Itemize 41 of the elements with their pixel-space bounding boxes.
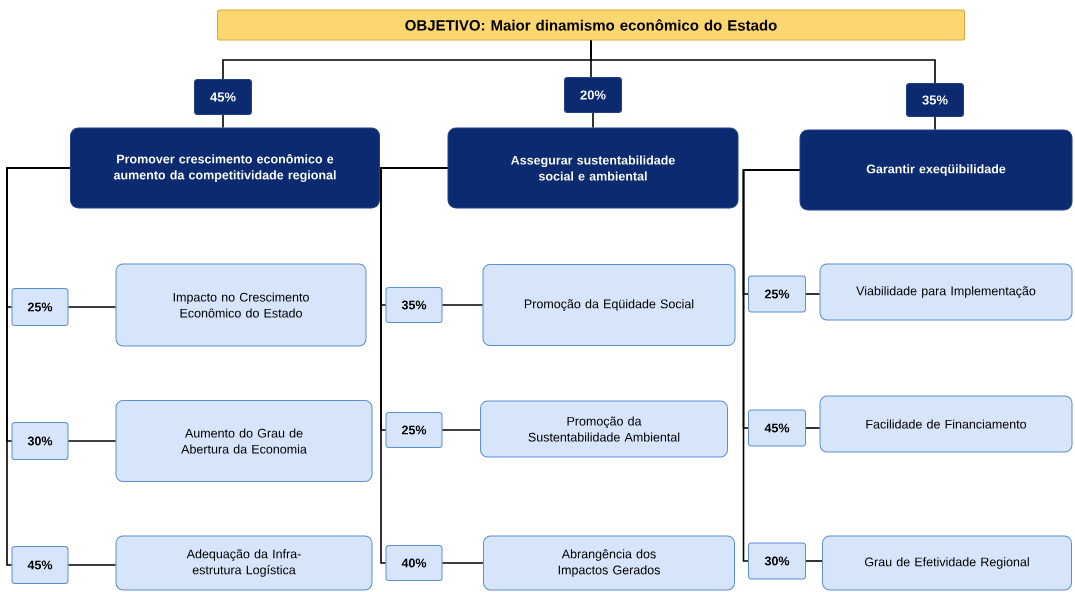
- connector-line: [67, 306, 117, 308]
- criterion-box: Facilidade de Financiamento: [819, 395, 1073, 453]
- criterion-box: Adequação da Infra-estrutura Logística: [115, 535, 373, 591]
- weight-badge: 25%: [11, 288, 69, 326]
- connector-line: [742, 169, 801, 562]
- criterion-box: Grau de Efetividade Regional: [822, 535, 1072, 591]
- criterion-box: Promoção da Eqüidade Social: [482, 264, 736, 346]
- criterion-group-box: Assegurar sustentabilidade social e ambiental: [447, 127, 739, 209]
- criterion-box: Promoção da Sustentabilidade Ambiental: [480, 400, 728, 458]
- weight-badge: 35%: [906, 83, 964, 117]
- weight-badge: 35%: [385, 287, 443, 323]
- connector-line: [590, 39, 936, 84]
- connector-line: [934, 116, 936, 131]
- weight-badge: 25%: [385, 412, 443, 448]
- title-banner: OBJETIVO: Maior dinamismo econômico do Estado: [217, 9, 965, 41]
- criterion-box: Viabilidade para Implementação: [819, 263, 1073, 321]
- weight-badge: 20%: [564, 77, 622, 113]
- criterion-box: Aumento do Grau de Abertura da Economia: [115, 400, 373, 482]
- weight-badge: 45%: [748, 409, 806, 447]
- connector-line: [805, 293, 821, 295]
- connector-line: [67, 564, 117, 566]
- weight-badge: 25%: [748, 275, 806, 313]
- weight-badge: 45%: [11, 546, 69, 584]
- criterion-box: Impacto no Crescimento Econômico do Estado: [115, 263, 367, 347]
- weight-badge: 40%: [385, 545, 443, 581]
- connector-line: [805, 560, 823, 562]
- connector-line: [67, 440, 117, 442]
- connector-line: [6, 167, 71, 566]
- criterion-group-box: Promover crescimento econômico e aumento da competitividade regional: [70, 127, 380, 209]
- criterion-box: Abrangência dos Impactos Gerados: [483, 535, 735, 591]
- connector-line: [380, 167, 449, 564]
- connector-line: [592, 112, 594, 129]
- weight-badge: 30%: [748, 542, 806, 580]
- connector-line: [441, 429, 481, 431]
- connector-line: [441, 304, 484, 306]
- weight-badge: 45%: [194, 79, 252, 115]
- connector-line: [441, 562, 484, 564]
- connector-line: [222, 114, 224, 129]
- weight-badge: 30%: [11, 422, 69, 460]
- criterion-group-box: Garantir exeqüibilidade: [799, 129, 1073, 211]
- connector-line: [805, 427, 821, 429]
